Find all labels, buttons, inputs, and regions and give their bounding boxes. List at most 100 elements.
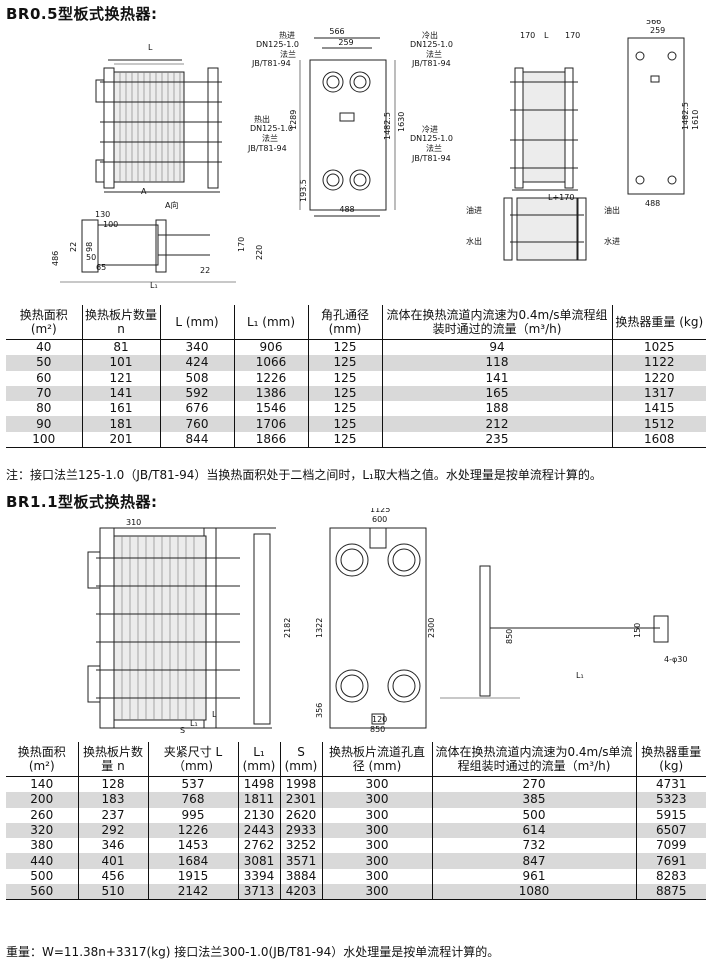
label-1630: 1630 [397, 112, 406, 132]
label-193: 193.5 [299, 179, 308, 202]
br05-cell: 844 [160, 431, 235, 449]
br05-cell: 212 [382, 416, 613, 432]
label-22b: 22 [200, 266, 210, 275]
br05-cell: 165 [382, 385, 613, 402]
br11-cell: 8283 [655, 868, 687, 883]
br11-header-0: 换热面积(m²) [6, 742, 79, 777]
br11-cell: 200 [6, 792, 79, 808]
br05-cell: 125 [308, 370, 383, 386]
br11-cell: 1684 [148, 853, 239, 869]
br11-cell: 2443 [238, 822, 281, 839]
label-566: 566 [329, 27, 344, 36]
br11-cell: 3713 [238, 884, 281, 901]
br05-cell: 60 [6, 370, 83, 386]
br11-cell: 300 [322, 884, 433, 901]
label-850-right: 850 [505, 629, 514, 644]
br11-cell: 320 [6, 822, 79, 839]
br05-cell: 1706 [234, 416, 309, 432]
br05-header-0: 换热面积(m²) [6, 305, 83, 340]
br11-cell: 1226 [148, 822, 239, 839]
br11-header-5: 换热板片流道孔直径 (mm) [322, 742, 433, 777]
label-view-a-dir: A向 [165, 200, 178, 210]
br05-cell: 94 [382, 339, 613, 356]
br11-cell: 300 [322, 822, 433, 839]
br11-cell: 3394 [238, 868, 281, 885]
br11-cell: 140 [6, 776, 79, 793]
label-850: 850 [370, 725, 385, 733]
label-259-right: 259 [650, 26, 665, 35]
br11-cell: 6507 [636, 822, 706, 839]
br05-cell: 340 [160, 339, 235, 356]
br11-cell: 456 [78, 868, 149, 885]
br05-cell: 1866 [234, 431, 309, 449]
label-L1: L₁ [150, 281, 158, 290]
br05-header-5: 流体在换热流道内流速为0.4m/s单流程组装时通过的流量（m³/h) [382, 305, 613, 340]
label-cold-out-spec: DN125-1.0 [410, 40, 453, 49]
label-flange-d: 法兰 [426, 143, 442, 153]
br11-front-view [329, 527, 427, 729]
label-566-right: 566 [646, 20, 661, 26]
br05-cell: 125 [308, 416, 383, 432]
br11-cell: 2933 [280, 822, 323, 839]
br05-cell: 1226 [234, 370, 309, 386]
br05-cell: 592 [160, 385, 235, 402]
br11-foot-view [440, 565, 669, 699]
br05-cell: 118 [382, 355, 613, 371]
br05-cell: 508 [160, 370, 235, 386]
br05-flow-view [503, 197, 587, 261]
label-hot-in-spec: DN125-1.0 [256, 40, 299, 49]
br05-cell: 141 [382, 370, 613, 386]
label-1289: 1289 [289, 110, 298, 130]
label-L170: L+170 [548, 193, 574, 202]
br05-cell: 121 [82, 370, 161, 386]
label-2182: 2182 [283, 618, 292, 638]
br11-cell: 768 [148, 792, 239, 808]
br05-cell: 40 [6, 339, 83, 356]
br11-cell: 270 [432, 776, 637, 793]
label-flange-std-d: JB/T81-94 [411, 154, 451, 163]
br11-cell: 7099 [655, 838, 687, 853]
br05-cell: 424 [160, 355, 235, 371]
br11-cell: 300 [322, 838, 433, 854]
br05-cell: 235 [382, 431, 613, 449]
label-1482: 1482.5 [383, 112, 392, 140]
br11-cell: 1080 [432, 884, 637, 901]
label-flange-std-c: JB/T81-94 [247, 144, 287, 153]
label-259: 259 [338, 38, 353, 47]
br11-cell: 1998 [280, 776, 323, 793]
br05-cell: 201 [82, 431, 161, 449]
br05-note: 注：接口法兰125-1.0（JB/T81-94）当换热面积处于二档之间时，L₁取… [6, 468, 602, 482]
label-cold-in: 冷进 [422, 124, 438, 134]
br11-header-1: 换热板片数量 n [78, 742, 149, 777]
br05-bracket-view [60, 219, 236, 283]
br11-cell: 2620 [280, 807, 323, 823]
br11-cell: 2762 [238, 838, 281, 854]
br11-note: 重量：W=11.38n+3317(kg) 接口法兰300-1.0(JB/T81-… [6, 945, 500, 959]
label-98: 98 [85, 242, 94, 252]
label-100: 100 [103, 220, 118, 229]
br11-cell: 440 [6, 853, 79, 869]
label-488-right: 488 [645, 199, 660, 208]
label-488: 488 [339, 205, 354, 214]
br11-header-3: L₁ (mm) [238, 742, 281, 777]
label-cold-in-spec: DN125-1.0 [410, 134, 453, 143]
br05-cell: 1066 [234, 355, 309, 371]
br11-cell: 4731 [655, 777, 687, 792]
br05-cell: 1415 [643, 401, 675, 416]
br05-cell: 125 [308, 401, 383, 417]
label-water-in: 水进 [604, 236, 620, 246]
label-120: 120 [372, 715, 387, 724]
section1-title: BR0.5型板式换热器: [6, 5, 158, 23]
br11-cell: 3884 [280, 868, 323, 885]
label-65: 65 [96, 263, 106, 272]
br05-cell: 125 [308, 339, 383, 356]
br05-right-view [510, 67, 578, 191]
br05-cell: 101 [82, 355, 161, 371]
label-S: S [180, 726, 185, 733]
